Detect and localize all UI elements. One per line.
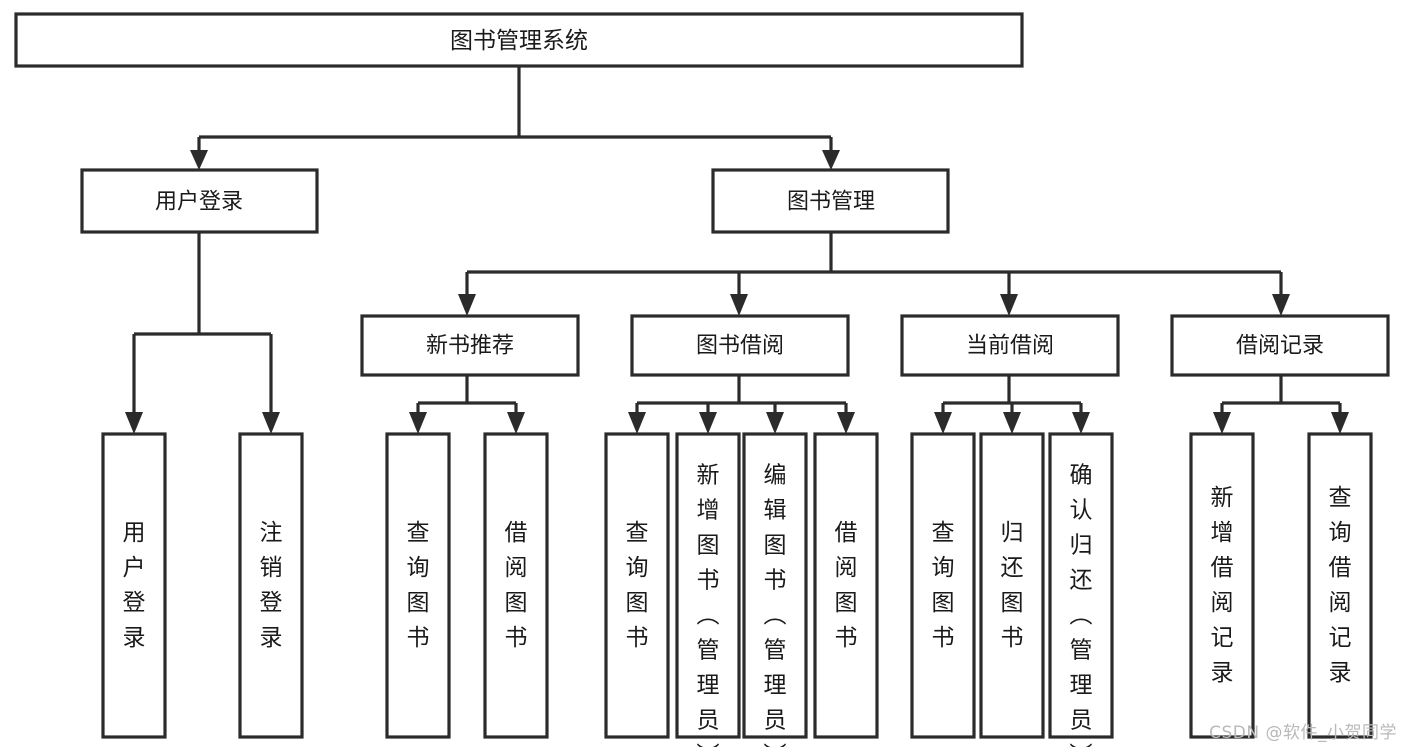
leaf-node-borrow-record-1-label: 新增借阅记录 [1211, 485, 1234, 686]
node-root-box[interactable] [14, 12, 1024, 68]
leaf-node-current-borrow-2[interactable]: 归还图书 [979, 432, 1045, 739]
arrow-head-nb-leaf-1 [409, 412, 427, 434]
leaf-node-current-borrow-2-box[interactable] [979, 432, 1045, 739]
node-book-borrow[interactable]: 图书借阅 [630, 314, 850, 377]
leaf-node-borrow-record-2-label: 查询借阅记录 [1329, 485, 1352, 686]
arrow-head-bb-leaf-4 [837, 412, 855, 434]
leaf-node-book-borrow-2[interactable]: 新增图书︵管理员︶ [675, 432, 741, 747]
node-new-book-recommend-box[interactable] [360, 314, 580, 377]
arrow-head-book-borrow [730, 294, 748, 316]
arrow-head-current-borrow [1000, 294, 1018, 316]
leaf-node-book-borrow-4-box[interactable] [813, 432, 879, 739]
leaf-node-book-borrow-4[interactable]: 借阅图书 [813, 432, 879, 739]
connector-layer [125, 66, 1349, 434]
arrow-head-bb-leaf-3 [766, 412, 784, 434]
leaf-node-new-book-1-label: 查询图书 [407, 520, 430, 651]
arrow-head-user-login [190, 150, 208, 170]
csdn-watermark: CSDN @软件_小贺同学 [1209, 723, 1397, 743]
node-book-management-label: 图书管理 [787, 190, 875, 215]
arrow-head-leaf-logout [262, 412, 280, 434]
leaf-node-user-login-1[interactable]: 用户登录 [101, 432, 167, 739]
leaf-node-user-login-2-label: 注销登录 [260, 520, 283, 651]
arrow-head-br-leaf-1 [1213, 412, 1231, 434]
leaf-node-book-borrow-1-label: 查询图书 [626, 520, 649, 651]
arrow-head-cb-leaf-1 [934, 412, 952, 434]
node-user-login-box[interactable] [80, 168, 319, 234]
node-borrow-record[interactable]: 借阅记录 [1170, 314, 1390, 377]
arrow-head-bb-leaf-2 [699, 412, 717, 434]
leaf-node-book-borrow-3[interactable]: 编辑图书︵管理员︶ [742, 432, 808, 747]
node-borrow-record-label: 借阅记录 [1236, 334, 1324, 359]
leaf-node-current-borrow-3-label: 确认归还︵管理员︶ [1070, 463, 1093, 747]
leaf-node-current-borrow-1-box[interactable] [910, 432, 976, 739]
arrow-head-br-leaf-2 [1331, 412, 1349, 434]
leaf-node-borrow-record-2-box[interactable] [1307, 432, 1373, 739]
leaf-node-new-book-2-box[interactable] [483, 432, 549, 739]
node-new-book-recommend[interactable]: 新书推荐 [360, 314, 580, 377]
leaf-node-borrow-record-1[interactable]: 新增借阅记录 [1189, 432, 1255, 739]
node-current-borrow[interactable]: 当前借阅 [900, 314, 1120, 377]
leaf-node-book-borrow-3-label: 编辑图书︵管理员︶ [764, 463, 787, 747]
node-new-book-recommend-label: 新书推荐 [426, 334, 514, 359]
arrow-head-book-manage [822, 150, 840, 170]
arrow-head-leaf-user-login [125, 412, 143, 434]
leaf-node-new-book-1[interactable]: 查询图书 [385, 432, 451, 739]
leaf-node-current-borrow-2-label: 归还图书 [1001, 520, 1024, 651]
node-user-login[interactable]: 用户登录 [80, 168, 319, 234]
node-user-login-label: 用户登录 [155, 190, 243, 215]
node-root-book-management-system[interactable]: 图书管理系统 [14, 12, 1024, 68]
leaf-node-book-borrow-2-box[interactable] [675, 432, 741, 739]
leaf-node-book-borrow-3-box[interactable] [742, 432, 808, 739]
leaf-node-user-login-2-box[interactable] [238, 432, 304, 739]
node-root-label: 图书管理系统 [450, 28, 588, 54]
leaf-node-borrow-record-2[interactable]: 查询借阅记录 [1307, 432, 1373, 739]
node-book-borrow-box[interactable] [630, 314, 850, 377]
leaf-node-current-borrow-1[interactable]: 查询图书 [910, 432, 976, 739]
arrow-head-bb-leaf-1 [628, 412, 646, 434]
leaf-node-current-borrow-1-label: 查询图书 [932, 520, 955, 651]
leaf-node-borrow-record-1-box[interactable] [1189, 432, 1255, 739]
arrow-head-nb-leaf-2 [507, 412, 525, 434]
leaf-node-book-borrow-1[interactable]: 查询图书 [604, 432, 670, 739]
leaf-node-user-login-1-label: 用户登录 [123, 520, 146, 651]
leaf-node-user-login-1-box[interactable] [101, 432, 167, 739]
leaf-node-new-book-2[interactable]: 借阅图书 [483, 432, 549, 739]
node-book-management-box[interactable] [711, 168, 950, 234]
leaf-node-new-book-1-box[interactable] [385, 432, 451, 739]
leaf-node-current-borrow-3-box[interactable] [1048, 432, 1114, 739]
node-book-management[interactable]: 图书管理 [711, 168, 950, 234]
leaf-node-user-login-2[interactable]: 注销登录 [238, 432, 304, 739]
leaf-node-book-borrow-4-label: 借阅图书 [835, 520, 858, 651]
node-current-borrow-box[interactable] [900, 314, 1120, 377]
node-book-borrow-label: 图书借阅 [696, 334, 784, 359]
arrow-head-cb-leaf-3 [1072, 412, 1090, 434]
node-current-borrow-label: 当前借阅 [966, 334, 1054, 359]
arrow-head-borrow-record [1272, 294, 1290, 316]
leaf-node-layer: 用户登录 注销登录 查询图书 借阅图书 查询图书 新增图书︵管理员︶ 编辑图书︵管理员︶ 借阅… [101, 432, 1373, 747]
leaf-node-book-borrow-2-label: 新增图书︵管理员︶ [697, 463, 720, 747]
arrow-head-new-book [458, 294, 476, 316]
leaf-node-current-borrow-3[interactable]: 确认归还︵管理员︶ [1048, 432, 1114, 747]
arrow-head-cb-leaf-2 [1003, 412, 1021, 434]
leaf-node-new-book-2-label: 借阅图书 [505, 520, 528, 651]
node-borrow-record-box[interactable] [1170, 314, 1390, 377]
leaf-node-book-borrow-1-box[interactable] [604, 432, 670, 739]
